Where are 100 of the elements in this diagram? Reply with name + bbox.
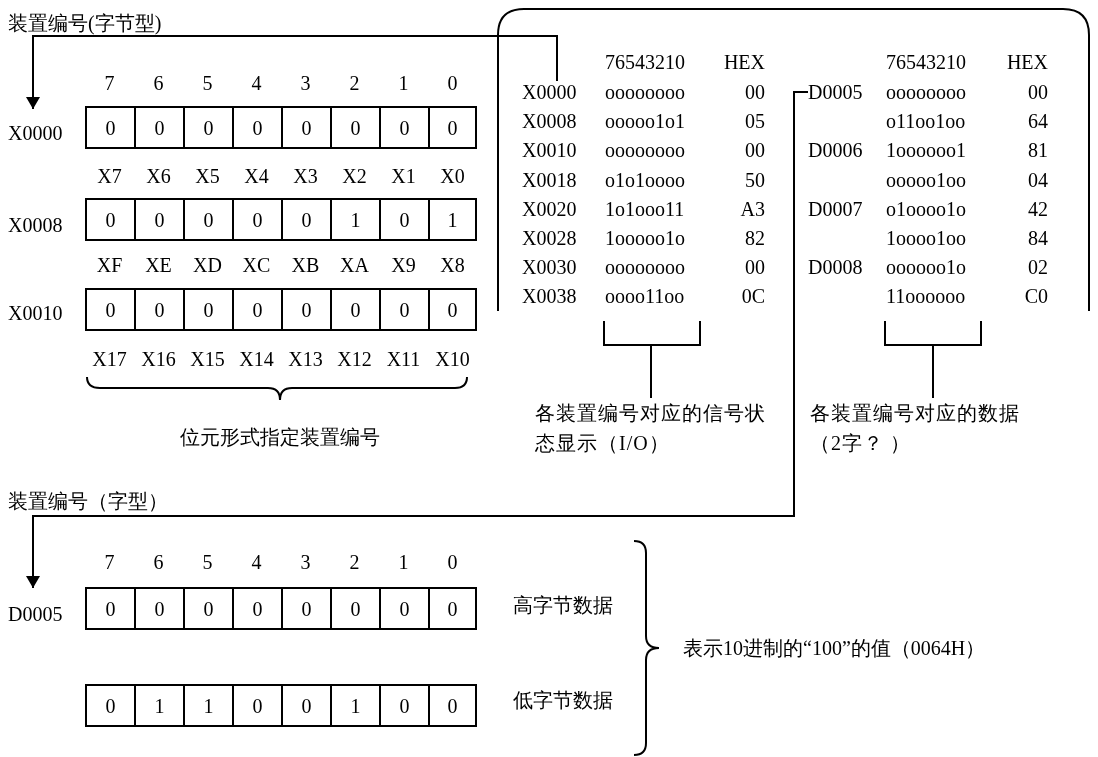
- bit-pattern: oooooooo: [605, 82, 685, 102]
- hex-value: C0: [1024, 286, 1048, 307]
- bit-number: 6: [153, 73, 164, 93]
- bit-number: 2: [349, 73, 360, 93]
- device-number: X0028: [522, 228, 577, 248]
- device-number: X0018: [522, 169, 577, 190]
- register-bit-cell: 1: [330, 684, 379, 727]
- register-bit-cell: 0: [232, 198, 281, 241]
- column-header: HEX: [723, 52, 765, 72]
- bit-pattern: o1o1oooo: [605, 169, 685, 190]
- hex-value: 00: [1028, 82, 1048, 102]
- bit-address: X13: [288, 349, 323, 369]
- bit-pattern: 11oooooo: [886, 286, 966, 307]
- bit-address: XD: [193, 255, 222, 275]
- bit-pattern: oooooo1o: [886, 257, 966, 278]
- caption: 位元形式指定装置编号: [180, 427, 380, 447]
- bit-number: 3: [300, 552, 311, 572]
- hex-value: 82: [745, 228, 765, 248]
- bit-address: XF: [96, 255, 123, 275]
- caption: 各装置编号对应的数据（2字？ ）: [810, 398, 1040, 462]
- annotation: 表示10进制的“100”的值（0064H）: [683, 638, 986, 658]
- hex-value: 00: [745, 82, 765, 102]
- bit-pattern: 1oooooo1: [886, 140, 966, 161]
- hex-value: 64: [1028, 111, 1048, 132]
- register-bit-cell: 0: [232, 106, 281, 149]
- register-bit-cell: 0: [428, 106, 477, 149]
- bit-address: X10: [435, 349, 470, 369]
- bit-address: X6: [146, 166, 171, 186]
- bit-address: X12: [337, 349, 372, 369]
- register-bit-cell: 0: [183, 587, 232, 630]
- bit-pattern: oooooooo: [605, 140, 685, 161]
- register-bit-cell: 0: [379, 106, 428, 149]
- register-bit-cell: 0: [281, 684, 330, 727]
- bit-address: X4: [244, 166, 269, 186]
- register-bit-cell: 0: [428, 684, 477, 727]
- hex-value: 05: [745, 111, 765, 132]
- column-header: HEX: [1006, 52, 1048, 72]
- register-bit-cell: 0: [85, 198, 134, 241]
- device-number: X0030: [522, 257, 577, 278]
- bit-address: X7: [97, 166, 122, 186]
- bit-number: 4: [251, 73, 262, 93]
- register-bit-cell: 0: [281, 106, 330, 149]
- bit-number: 7: [104, 552, 115, 572]
- register-label: X0008: [8, 215, 63, 235]
- bit-number: 3: [300, 73, 311, 93]
- register-bit-cell: 0: [183, 288, 232, 331]
- column-header: 76543210: [605, 52, 685, 72]
- register-bit-cell: 0: [281, 198, 330, 241]
- register-bit-cell: 0: [379, 198, 428, 241]
- register-bit-cell: 0: [134, 587, 183, 630]
- annotation: 高字节数据: [513, 595, 613, 615]
- register-bit-cell: 0: [85, 587, 134, 630]
- device-number: X0020: [522, 198, 577, 219]
- register-label: D0005: [8, 604, 63, 624]
- register-bit-cell: 0: [85, 288, 134, 331]
- connector-arrow: [26, 35, 558, 110]
- device-number: X0038: [522, 286, 577, 307]
- bit-address: X5: [195, 166, 220, 186]
- register-bit-cell: 1: [428, 198, 477, 241]
- bit-number: 2: [349, 552, 360, 572]
- bit-number: 5: [202, 73, 213, 93]
- caption: 各装置编号对应的信号状态显示（I/O）: [535, 398, 780, 462]
- register-bit-cell: 0: [330, 106, 379, 149]
- bit-address: X1: [391, 166, 416, 186]
- register-bit-cell: 0: [330, 587, 379, 630]
- bit-pattern: o1oooo1o: [886, 198, 966, 219]
- register-bit-cell: 0: [85, 684, 134, 727]
- device-number: D0006: [808, 140, 863, 161]
- column-header: 76543210: [886, 52, 966, 72]
- register-bit-cell: 1: [330, 198, 379, 241]
- bit-number: 6: [153, 552, 164, 572]
- register-bit-cell: 0: [85, 106, 134, 149]
- bit-address: X15: [190, 349, 225, 369]
- device-number: D0005: [808, 81, 873, 103]
- register-bit-cell: 0: [428, 288, 477, 331]
- bit-address: X9: [391, 255, 416, 275]
- register-bit-cell: 0: [330, 288, 379, 331]
- bit-pattern: oooo11oo: [605, 286, 685, 307]
- hex-value: 02: [1028, 257, 1048, 278]
- bit-address: X16: [141, 349, 176, 369]
- register-bit-cell: 1: [134, 684, 183, 727]
- bit-address: X2: [342, 166, 367, 186]
- bit-address: XB: [291, 255, 320, 275]
- heading: 装置编号（字型）: [8, 491, 168, 511]
- bit-pattern: oooooooo: [886, 82, 966, 102]
- bit-number: 5: [202, 552, 213, 572]
- register-bit-cell: 0: [134, 198, 183, 241]
- bit-pattern: 1oooo1oo: [886, 228, 966, 248]
- bit-pattern: 1ooooo1o: [605, 228, 685, 248]
- register-bit-cell: 0: [134, 106, 183, 149]
- bit-number: 1: [398, 73, 409, 93]
- register-bit-cell: 0: [428, 587, 477, 630]
- bit-pattern: ooooo1oo: [886, 169, 966, 190]
- hex-value: 00: [745, 140, 765, 161]
- register-bit-cell: 0: [134, 288, 183, 331]
- bit-address: X14: [239, 349, 274, 369]
- register-bit-cell: 0: [379, 587, 428, 630]
- hex-value: 00: [745, 257, 765, 278]
- hex-value: 50: [745, 169, 765, 190]
- annotation: 低字节数据: [513, 690, 613, 710]
